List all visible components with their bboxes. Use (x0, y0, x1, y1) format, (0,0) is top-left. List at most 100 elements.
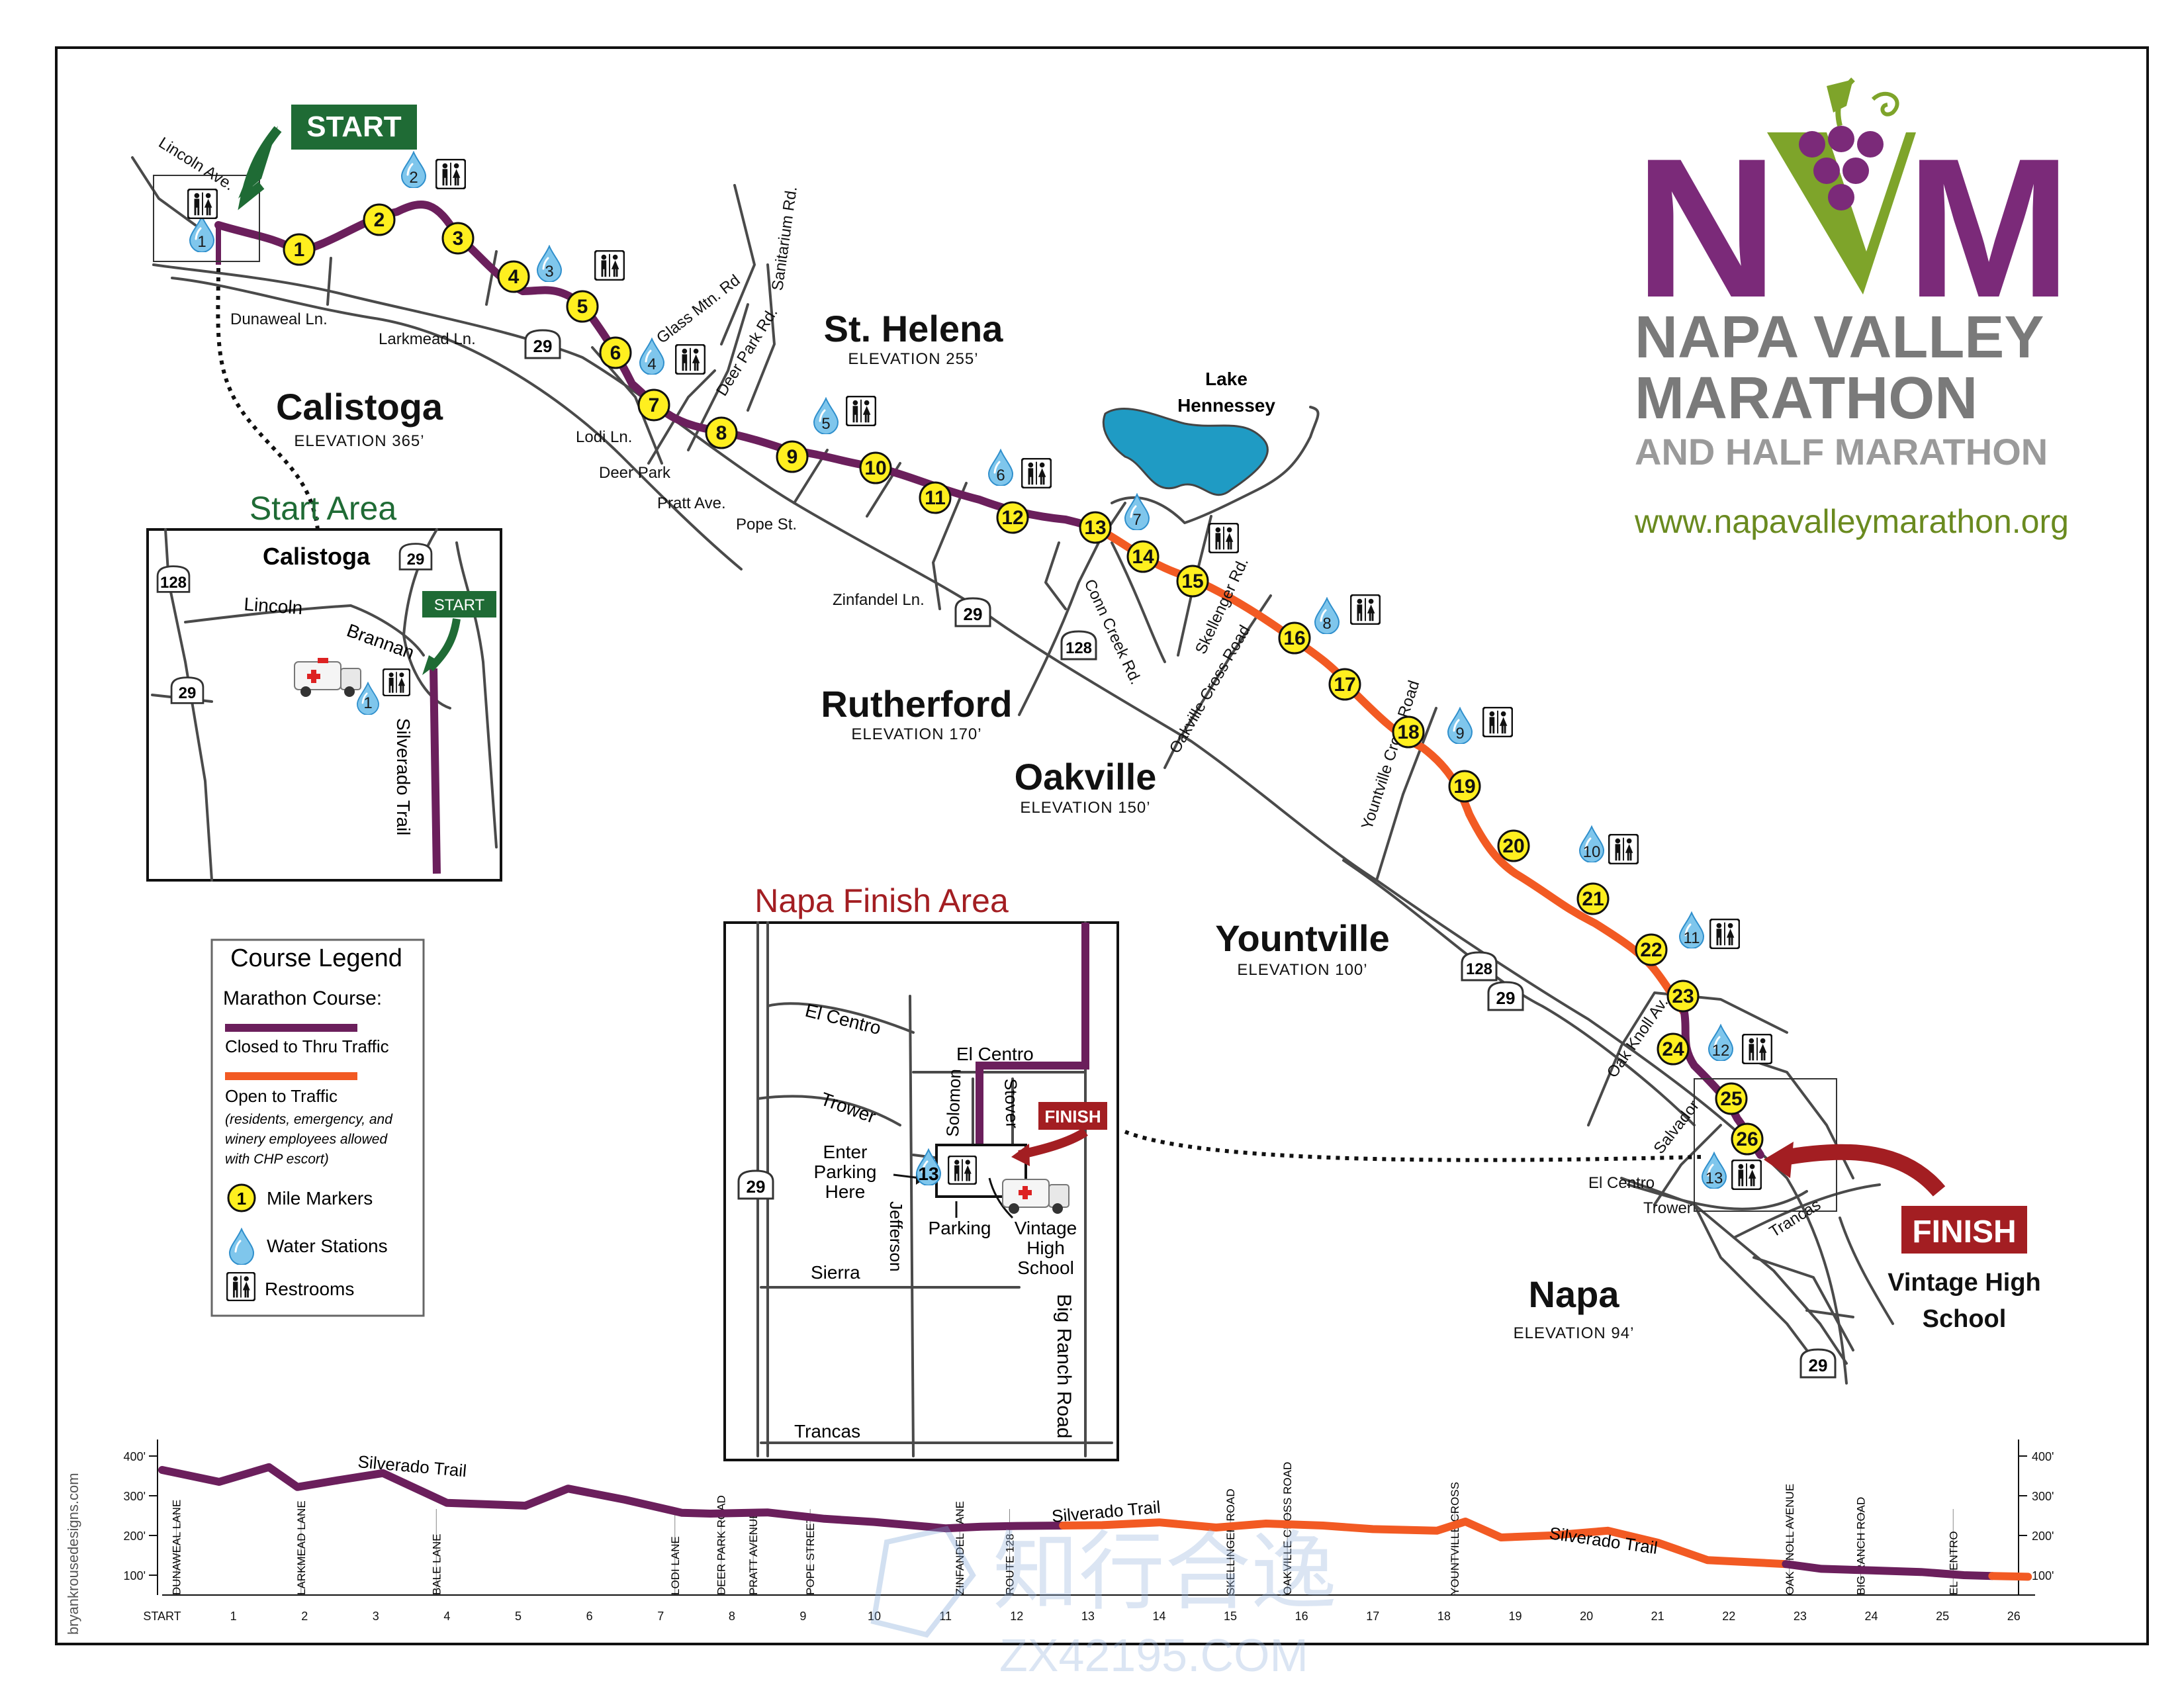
water-station-label: 4 (647, 355, 656, 373)
landmark: EL CENTRO (1947, 1509, 1960, 1595)
mile-marker-label: 26 (1736, 1128, 1758, 1150)
lake-label-2: Hennessey (1177, 395, 1275, 416)
mile-marker-22: 22 (1635, 933, 1668, 966)
restroom-icon (1742, 1034, 1772, 1064)
restroom-icon (675, 344, 705, 375)
finish-inset-label: FINISH (1044, 1107, 1101, 1126)
road-label: Sanitarium Rd. (768, 185, 801, 292)
water-station-label: 12 (1712, 1042, 1730, 1060)
mile-marker-label: 1 (294, 239, 305, 261)
ambulance-icon (294, 658, 361, 697)
mile-marker-label: 13 (1084, 517, 1106, 539)
y-tick-label: 400' (124, 1450, 146, 1463)
legend-open-note-3: with CHP escort) (225, 1152, 329, 1167)
town-name: Napa (1529, 1273, 1620, 1315)
mile-marker-4: 4 (497, 260, 530, 293)
finish-road-jefferson: Jefferson (886, 1201, 906, 1271)
water-station-12: 12 (1707, 1024, 1734, 1061)
lake-label-1: Lake (1205, 369, 1248, 389)
start-area-title: Start Area (250, 490, 397, 527)
road-label: Lincoln Ave. (156, 134, 238, 194)
restroom-icon (1021, 458, 1052, 488)
landmark-label: DEER PARK ROAD (715, 1495, 728, 1595)
highway-shields: 29 29 128 128 29 29 (524, 329, 1837, 1379)
landmark: BALE LANE (430, 1509, 443, 1595)
restroom-icon (594, 250, 625, 281)
x-tick-label: 3 (373, 1610, 379, 1623)
landmark: LARKMEAD LANE (295, 1500, 308, 1595)
x-tick-label: 18 (1437, 1610, 1451, 1623)
road-label: Salvador (1650, 1097, 1703, 1157)
mile-marker-label: 8 (716, 422, 727, 444)
logo-line3: AND HALF MARATHON (1635, 431, 2048, 473)
mile-marker-label: 22 (1640, 939, 1662, 961)
legend-subtitle: Marathon Course: (223, 987, 382, 1009)
legend-water-label: Water Stations (267, 1236, 388, 1256)
start-zone-box (153, 175, 260, 262)
road-label: Lodi Ln. (576, 428, 632, 446)
water-station-label: 11 (1684, 929, 1700, 947)
mile-marker-label: 7 (649, 394, 660, 416)
landmark-label: EL CENTRO (1947, 1531, 1960, 1595)
x-tick-label: 23 (1794, 1610, 1807, 1623)
course-legend: Course Legend Marathon Course: Closed to… (210, 938, 425, 1317)
road-label: Pratt Ave. (657, 494, 726, 512)
highway-shield: 29 (1487, 981, 1524, 1011)
x-tick-label: 21 (1651, 1610, 1664, 1623)
mile-marker-label: 10 (864, 457, 886, 479)
town-elevation: ELEVATION 94’ (1514, 1324, 1635, 1342)
landmark-label: LARKMEAD LANE (295, 1500, 308, 1595)
water-station-label: 5 (821, 415, 830, 433)
mile-marker-21: 21 (1576, 882, 1610, 915)
highway-shield: 128 (1060, 630, 1097, 661)
mile-marker-11: 11 (919, 481, 952, 514)
landmark-label: ROUTE 128 (1003, 1533, 1016, 1595)
x-tick-label: 4 (443, 1610, 450, 1623)
enter-parking-1: Enter (823, 1142, 868, 1162)
landmark: YOUNTVILLE CROSS (1449, 1482, 1461, 1595)
mile-marker-label: 3 (453, 228, 464, 250)
enter-parking-3: Here (825, 1181, 866, 1202)
mile-marker-8: 8 (705, 416, 738, 449)
water-station-3: 3 (536, 245, 563, 282)
logo-n: N (1635, 116, 1772, 339)
landmark-label: PRATT AVENUE (747, 1511, 760, 1595)
road-label: Deer Park (599, 464, 671, 482)
finish-road-trancas: Trancas (794, 1421, 860, 1441)
town-name: Oakville (1015, 756, 1157, 798)
restroom-icon (1208, 523, 1239, 553)
watermark: 知行合逸 ZX42195.COM (870, 1524, 1337, 1681)
mile-marker-label: 25 (1720, 1088, 1742, 1110)
road-label: Zinfandel Ln. (833, 591, 925, 609)
water-station-8: 8 (1314, 597, 1340, 634)
x-tick-label: 19 (1508, 1610, 1522, 1623)
legend-mile-marker-icon (227, 1183, 256, 1212)
x-tick-label: 10 (868, 1610, 881, 1623)
school-label-3: School (1017, 1257, 1074, 1278)
inset-shield-128: 128 (160, 574, 187, 592)
mile-marker-label: 4 (508, 266, 520, 288)
x-tick-label: 7 (657, 1610, 664, 1623)
logo-line1: NAPA VALLEY (1635, 304, 2044, 371)
mile-marker-label: 11 (925, 487, 946, 509)
mile-marker-14: 14 (1126, 540, 1160, 573)
y-tick-label: 200' (124, 1530, 146, 1543)
water-station-label: 8 (1322, 615, 1331, 633)
finish-inset-shield: 29 (747, 1177, 766, 1197)
mile-marker-20: 20 (1497, 829, 1530, 862)
water-station-label: 13 (1706, 1169, 1723, 1187)
restroom-icon (187, 189, 218, 219)
mile-marker-23: 23 (1666, 980, 1700, 1013)
restroom-icon (383, 668, 410, 696)
road-label: Pope St. (736, 516, 797, 533)
start-area-inset: Start Area 128 29 29 Calistoga Lincoln B… (146, 490, 502, 882)
elevation-profile: 400'300'200'100' 400'300'200'100' DUNAWE… (124, 1440, 2054, 1623)
x-tick-label: 11 (939, 1610, 952, 1623)
landmark: BIG RANCH ROAD (1854, 1497, 1867, 1595)
mile-marker-label: 17 (1334, 674, 1355, 696)
